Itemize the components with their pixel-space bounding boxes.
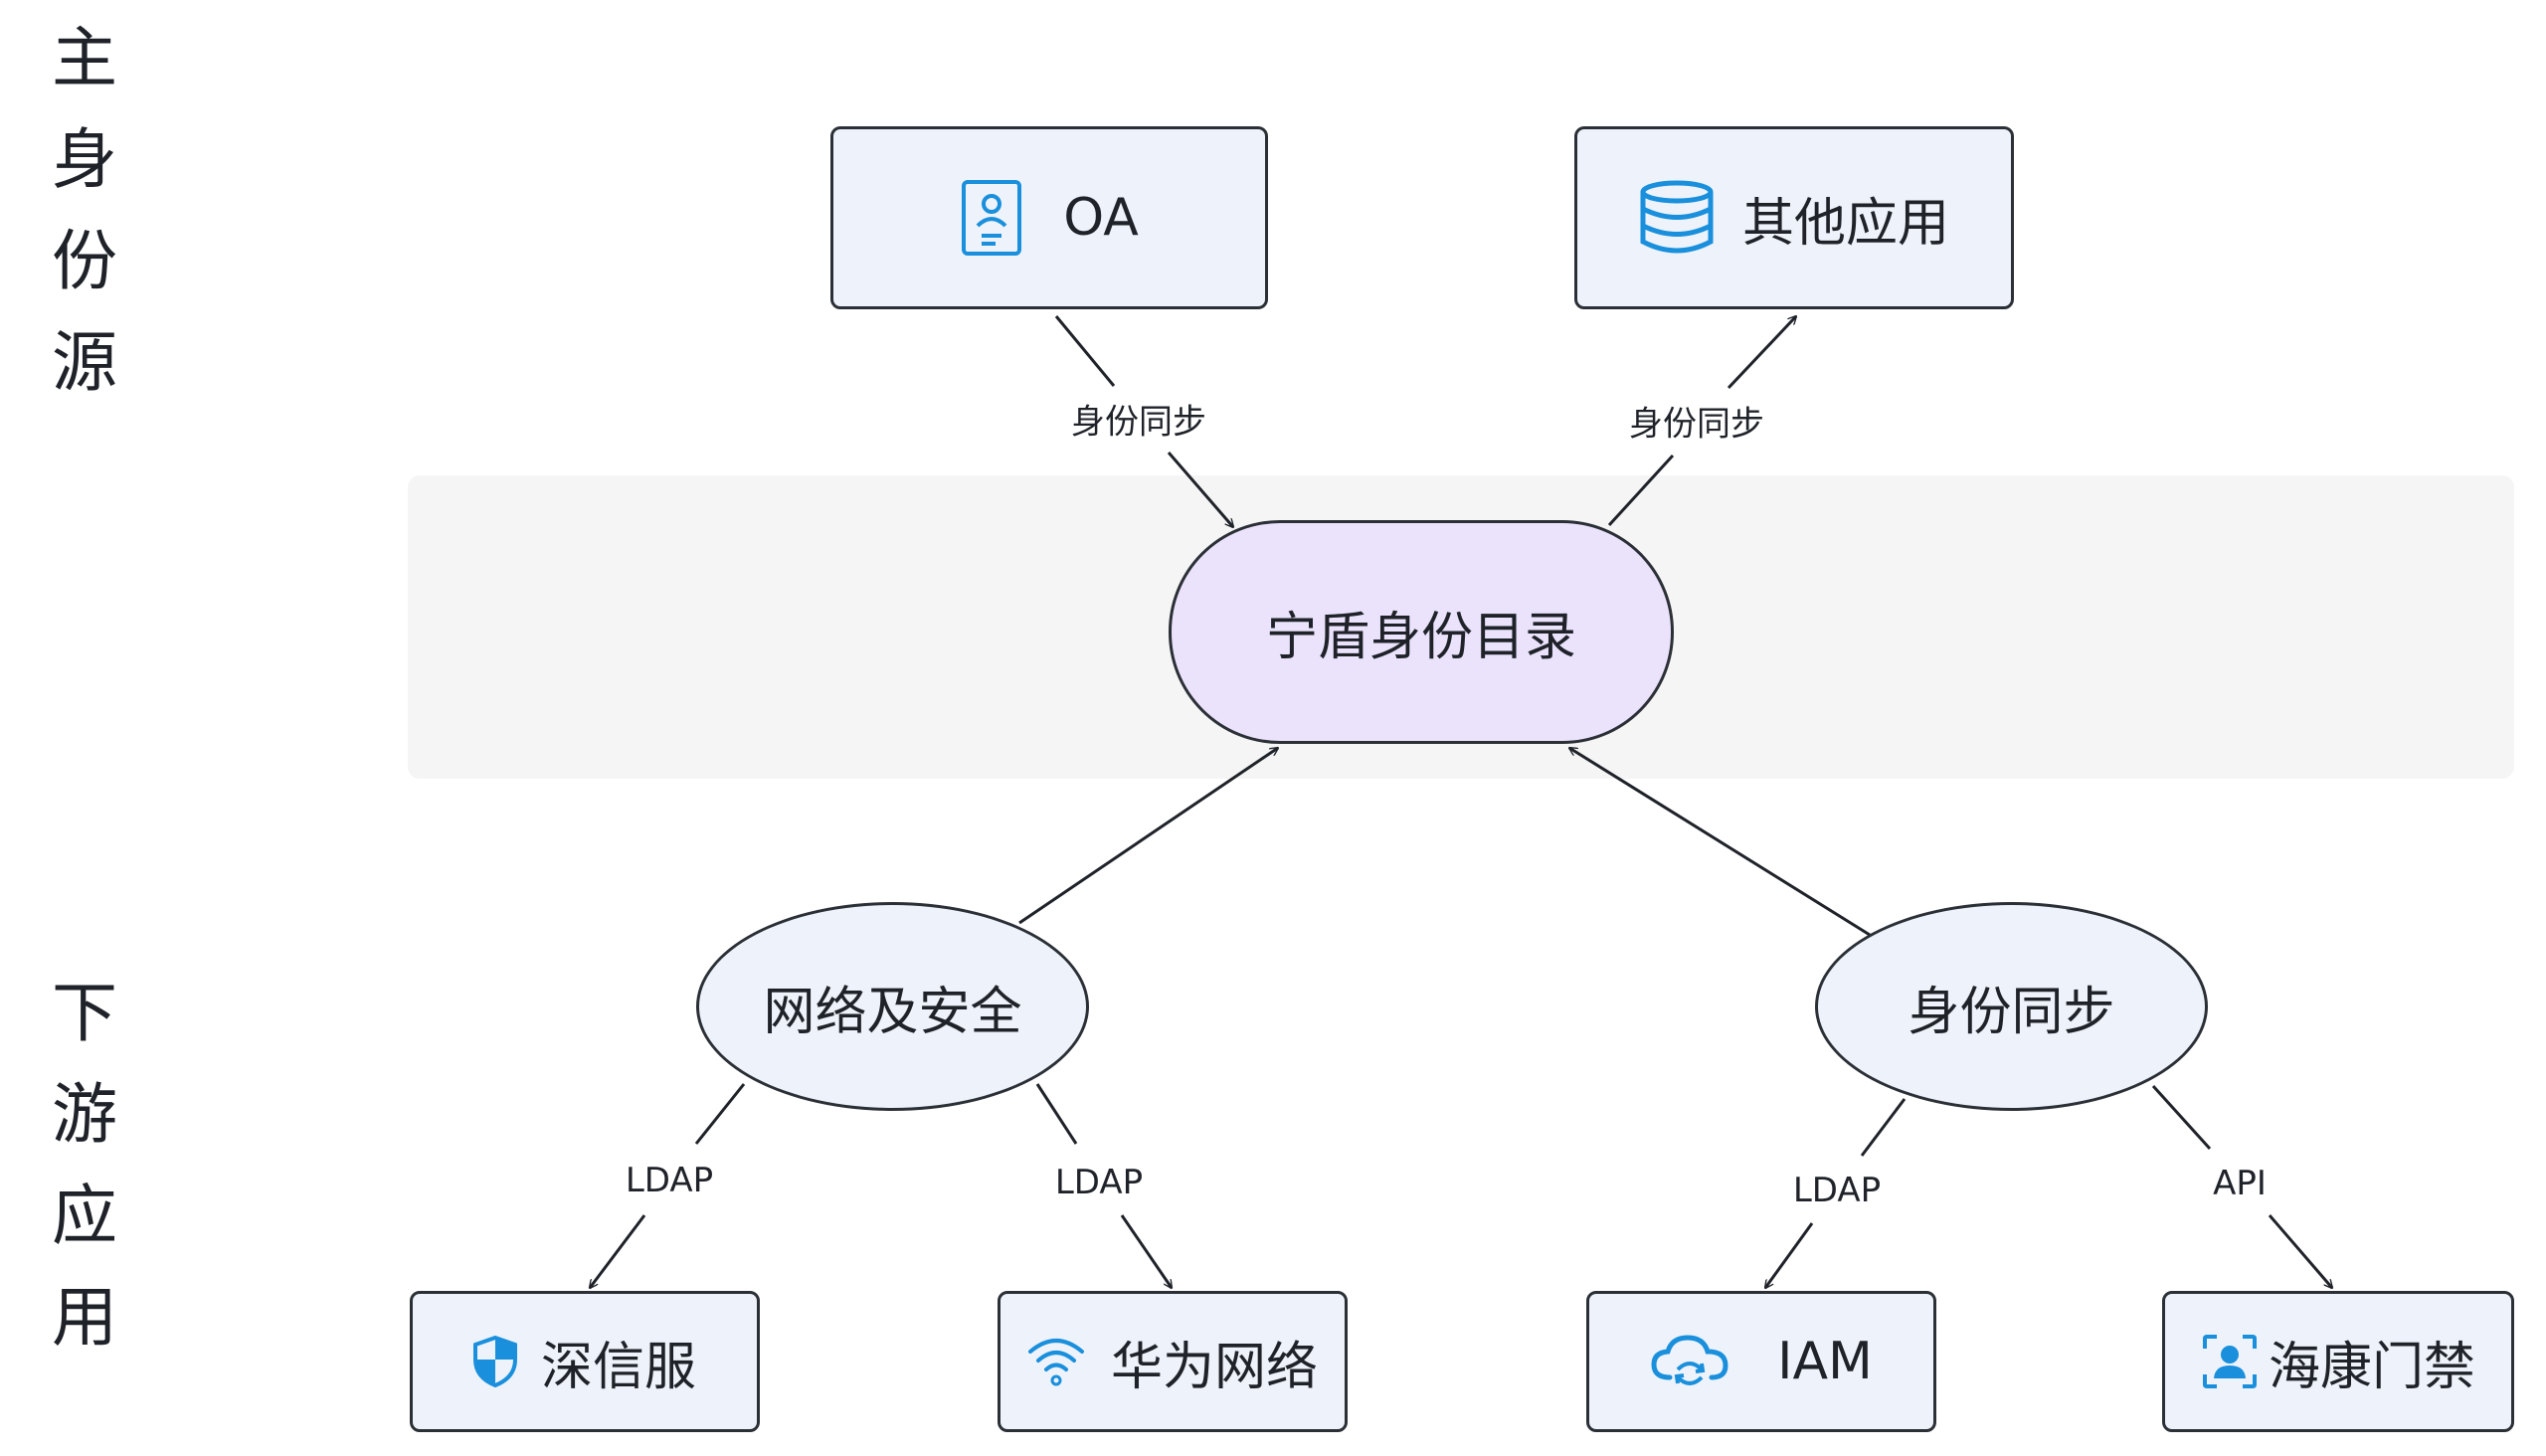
cloud-sync-icon — [1651, 1335, 1728, 1385]
edge-oa-center-a — [1054, 315, 1116, 387]
node-network-security[interactable]: 网络及安全 — [696, 902, 1089, 1111]
side-label-char: 身 — [52, 121, 117, 198]
node-center-label: 宁盾身份目录 — [1265, 608, 1576, 667]
node-sangfor[interactable]: 深信服 — [410, 1291, 760, 1432]
id-card-icon — [962, 180, 1022, 256]
side-label-identity-source: 主 身 份 源 — [50, 8, 119, 414]
edge-net-center — [1018, 748, 1278, 925]
node-iam-label: IAM — [1777, 1332, 1873, 1391]
side-label-char: 游 — [52, 1076, 117, 1153]
edge-oa-center-b — [1167, 452, 1233, 527]
edge-sync-iam-b — [1765, 1222, 1814, 1288]
node-other-apps[interactable]: 其他应用 — [1574, 126, 2014, 309]
wifi-icon — [1027, 1339, 1084, 1386]
node-ningdun-directory[interactable]: 宁盾身份目录 — [1169, 520, 1674, 744]
node-hikvision-label: 海康门禁 — [2268, 1337, 2475, 1397]
node-oa[interactable]: OA — [830, 126, 1268, 309]
edge-label-hik-api: API — [2209, 1164, 2271, 1203]
edge-sync-iam-a — [1860, 1098, 1907, 1157]
side-label-char: 应 — [52, 1178, 117, 1254]
shield-icon — [472, 1336, 517, 1387]
edge-net-sangfor-a — [694, 1083, 746, 1145]
side-label-downstream-apps: 下 游 应 用 — [50, 963, 119, 1368]
node-identity-sync[interactable]: 身份同步 — [1815, 902, 2208, 1111]
edge-center-other-a — [1607, 454, 1675, 527]
node-iam[interactable]: IAM — [1586, 1291, 1936, 1432]
node-hikvision[interactable]: 海康门禁 — [2162, 1291, 2514, 1432]
edge-sync-hik-a — [2151, 1084, 2212, 1151]
edge-sync-hik-b — [2268, 1214, 2332, 1288]
edge-label-other-sync: 身份同步 — [1625, 396, 1768, 446]
edge-net-sangfor-b — [590, 1214, 646, 1288]
edge-label-huawei-ldap: LDAP — [1050, 1163, 1148, 1202]
node-network-security-label: 网络及安全 — [763, 982, 1022, 1042]
edge-net-huawei-b — [1120, 1214, 1172, 1288]
database-icon — [1640, 180, 1714, 254]
edge-net-huawei-a — [1035, 1083, 1078, 1145]
edge-label-oa-sync: 身份同步 — [1067, 394, 1210, 444]
edge-label-sangfor-ldap: LDAP — [621, 1161, 718, 1200]
side-label-char: 下 — [52, 975, 117, 1051]
node-huawei-label: 华为网络 — [1110, 1337, 1318, 1397]
side-label-char: 源 — [52, 324, 117, 401]
side-label-char: 主 — [52, 20, 117, 96]
node-sangfor-label: 深信服 — [540, 1337, 696, 1397]
edge-center-other-b — [1727, 316, 1796, 390]
edge-label-iam-ldap: LDAP — [1788, 1171, 1886, 1210]
side-label-char: 份 — [52, 223, 117, 299]
node-huawei[interactable]: 华为网络 — [998, 1291, 1348, 1432]
edge-sync-center — [1569, 746, 1871, 937]
face-id-icon — [2202, 1335, 2257, 1388]
node-other-apps-label: 其他应用 — [1741, 193, 1949, 254]
node-identity-sync-label: 身份同步 — [1908, 982, 2115, 1042]
node-oa-label: OA — [1063, 188, 1139, 248]
side-label-char: 用 — [52, 1279, 117, 1356]
